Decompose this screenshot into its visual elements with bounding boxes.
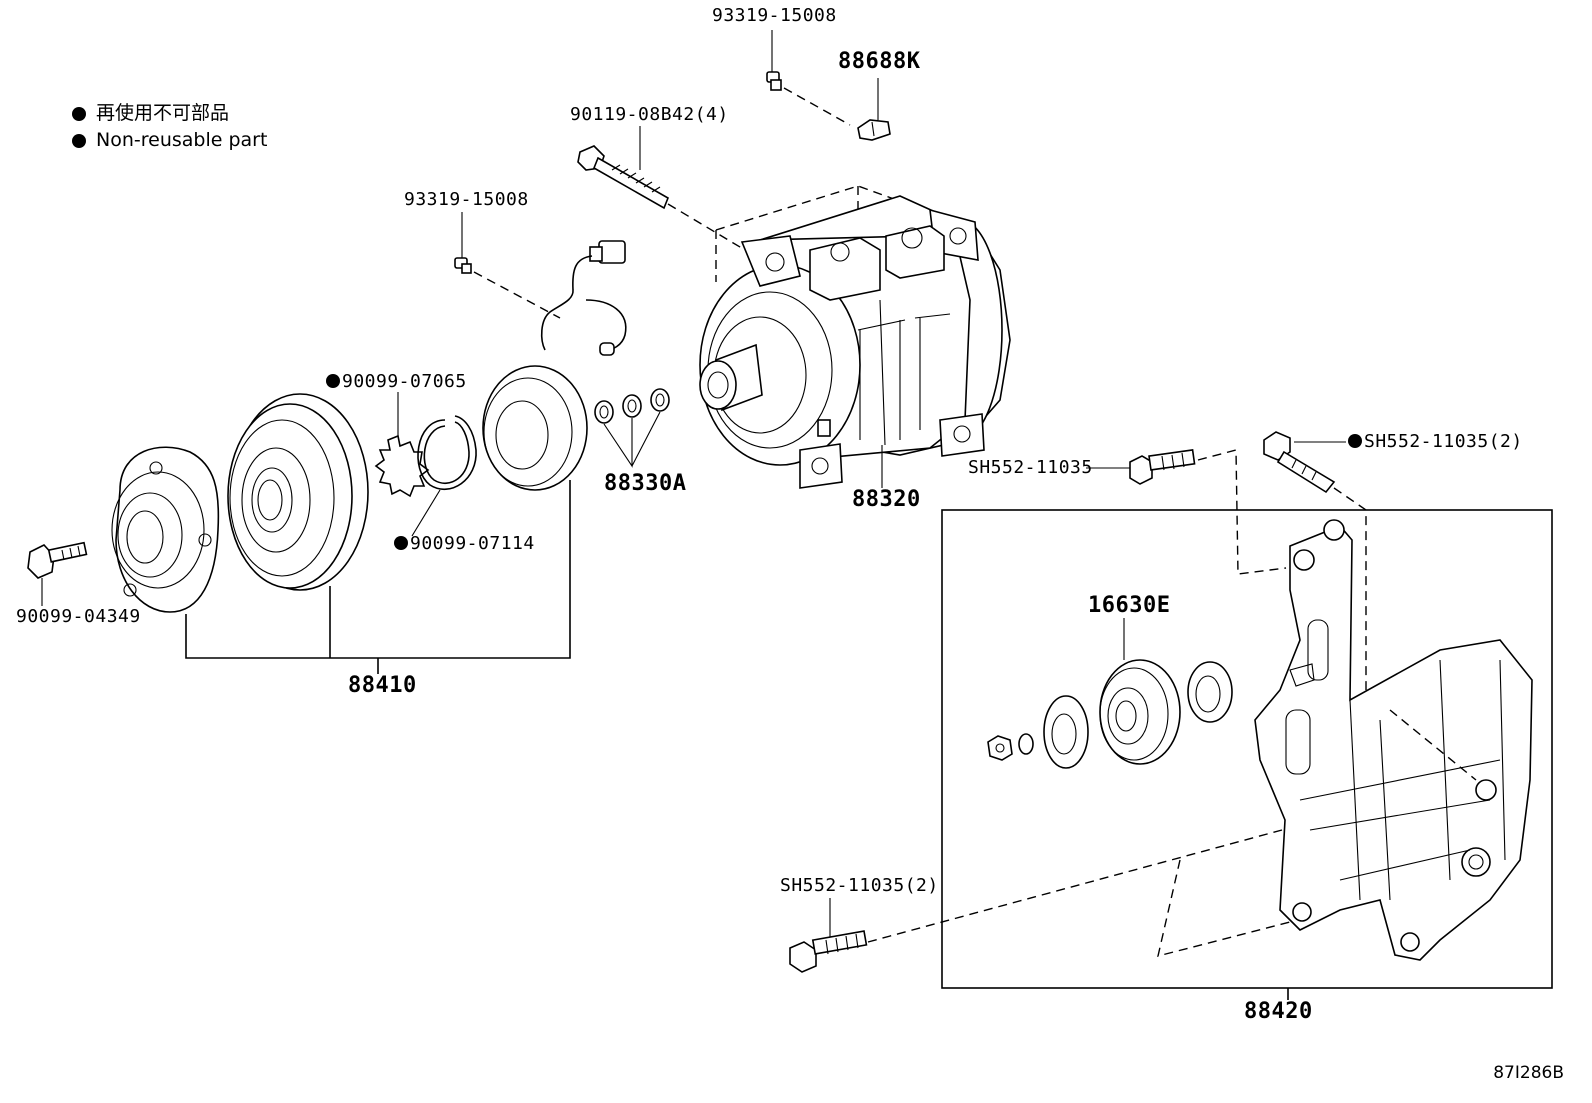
label-90099-07114[interactable]: 90099-07114 <box>410 533 535 554</box>
label-90119[interactable]: 90119-08B42(4) <box>570 104 729 125</box>
label-SH552-mid[interactable]: SH552-11035 <box>968 457 1093 478</box>
label-88320[interactable]: 88320 <box>852 487 921 512</box>
non-reusable-dot-icon <box>394 536 408 550</box>
non-reusable-dot-icon <box>326 374 340 388</box>
bracket-88688K[interactable] <box>857 78 891 141</box>
group-box-88420 <box>941 509 1553 1000</box>
pressure-plate[interactable] <box>111 446 220 613</box>
label-90099-07065-row[interactable]: 90099-07065 <box>326 372 467 392</box>
non-reusable-dot-icon <box>72 133 86 148</box>
bolt-90119[interactable] <box>577 126 746 251</box>
non-reusable-dot-icon <box>72 106 86 121</box>
snap-ring-90099-07065[interactable] <box>374 392 430 498</box>
stator-coil[interactable] <box>482 365 588 491</box>
figure-code: 87I286B <box>1493 1063 1564 1083</box>
snap-ring-90099-07114[interactable] <box>411 415 477 537</box>
label-90099-07065[interactable]: 90099-07065 <box>342 371 467 392</box>
label-93319-mid[interactable]: 93319-15008 <box>404 189 529 210</box>
label-90099-04349[interactable]: 90099-04349 <box>16 606 141 627</box>
bolt-90099-04349[interactable] <box>27 541 88 606</box>
legend-row-ja: 再使用不可部品 <box>72 100 267 127</box>
label-SH552-2-bottom[interactable]: SH552-11035(2) <box>780 875 939 896</box>
label-88330A[interactable]: 88330A <box>604 471 687 496</box>
label-16630E[interactable]: 16630E <box>1088 593 1171 618</box>
shims-88330A[interactable] <box>594 388 670 468</box>
pulley[interactable] <box>227 393 369 591</box>
legend-text-ja: 再使用不可部品 <box>96 102 230 124</box>
label-88410[interactable]: 88410 <box>348 673 417 698</box>
bolt-93319-top[interactable] <box>766 30 851 126</box>
legend-text-en: Non-reusable part <box>96 129 268 151</box>
screw-93319-mid[interactable] <box>454 212 561 319</box>
label-SH552-2-top[interactable]: SH552-11035(2) <box>1364 431 1523 452</box>
bolt-SH552-11035-2-bottom[interactable] <box>789 829 1291 973</box>
compressor-88320[interactable] <box>699 185 1011 489</box>
mounting-bracket[interactable] <box>1254 519 1533 961</box>
bolt-SH552-11035[interactable] <box>1086 449 1287 575</box>
label-90099-07114-row[interactable]: 90099-07114 <box>394 534 535 554</box>
idler-pulley-16630E[interactable] <box>1099 618 1181 765</box>
label-SH552-2-top-row[interactable]: SH552-11035(2) <box>1348 432 1523 452</box>
legend: 再使用不可部品 Non-reusable part <box>72 100 267 154</box>
non-reusable-dot-icon <box>1348 434 1362 448</box>
label-88688K[interactable]: 88688K <box>838 49 921 74</box>
label-88420[interactable]: 88420 <box>1244 999 1313 1024</box>
idler-washers <box>987 661 1233 769</box>
label-93319-top[interactable]: 93319-15008 <box>712 5 837 26</box>
group-bracket-88410 <box>185 480 571 674</box>
legend-row-en: Non-reusable part <box>72 127 267 154</box>
coil-lead-wire <box>540 240 627 356</box>
